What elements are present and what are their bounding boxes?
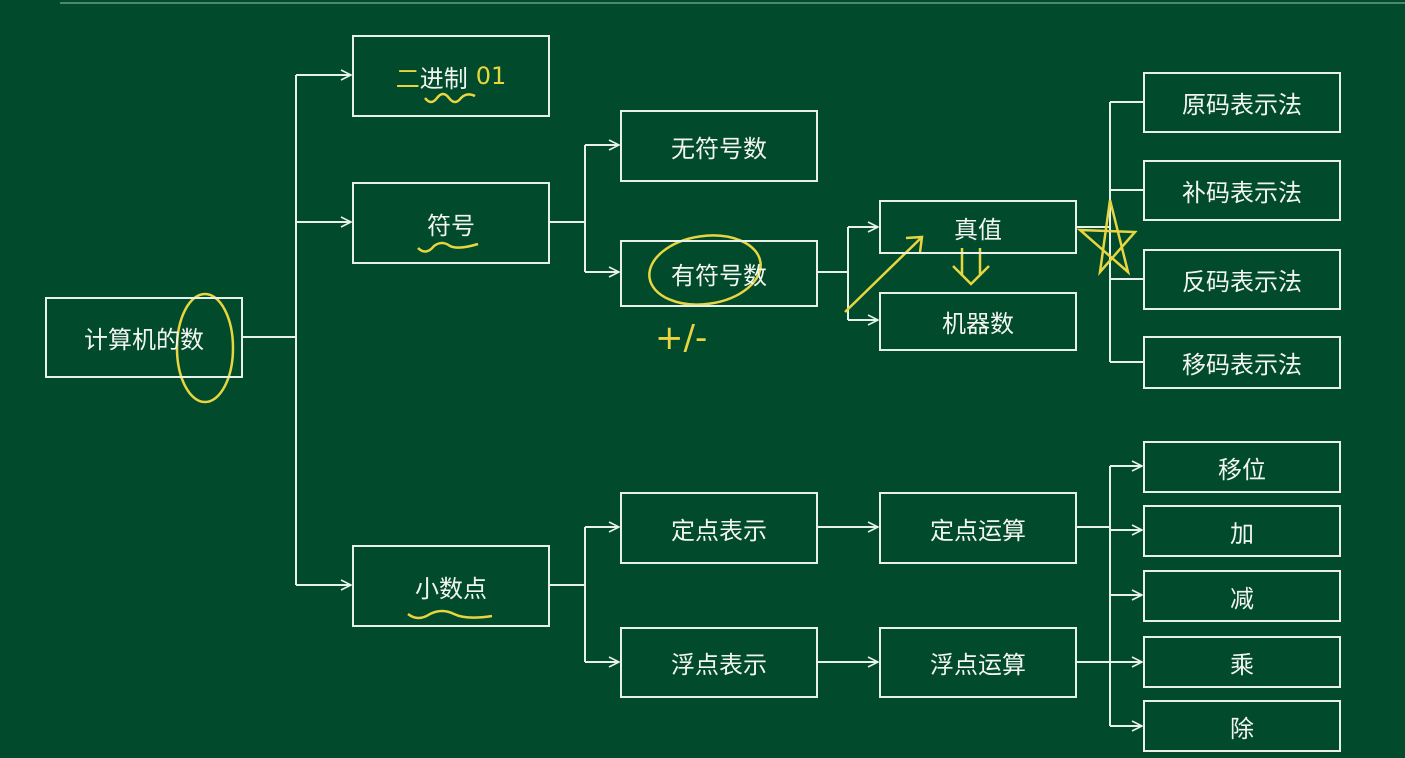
underline-squiggle: [417, 241, 479, 253]
node-label: 无符号数: [671, 134, 767, 163]
node-signed: 有符号数: [620, 240, 818, 307]
node-label: 乘: [1230, 650, 1254, 679]
node-label: 小数点: [415, 574, 487, 603]
node-label: 符号: [427, 211, 475, 240]
circle-mark: [175, 292, 235, 404]
node-label: 机器数: [942, 310, 1014, 338]
node-fixed: 定点表示: [620, 492, 818, 564]
node-machine-number: 机器数: [879, 292, 1077, 351]
star-icon: [1076, 199, 1138, 276]
annotation-suffix: 01: [475, 62, 507, 90]
node-code: 移码表示法: [1143, 336, 1341, 389]
node-operation: 乘: [1143, 636, 1341, 688]
node-label: 移位: [1218, 455, 1266, 484]
node-label: 除: [1230, 714, 1254, 743]
node-operation: 减: [1143, 570, 1341, 622]
node-label: 浮点运算: [930, 651, 1026, 679]
node-label: 定点表示: [671, 516, 767, 545]
node-operation: 除: [1143, 700, 1341, 752]
node-label: 原码表示法: [1182, 91, 1302, 119]
node-label: 定点运算: [930, 516, 1026, 545]
node-label: 进制: [419, 64, 468, 93]
node-true-value: 真值: [879, 200, 1077, 254]
node-root: 计算机的数: [45, 297, 243, 378]
annotation-prefix: 二: [395, 64, 420, 93]
node-label: 减: [1230, 584, 1254, 613]
node-label: 移码表示法: [1182, 351, 1302, 379]
node-decimal-point: 小数点: [352, 545, 550, 627]
node-code: 补码表示法: [1143, 160, 1341, 221]
node-code: 反码表示法: [1143, 249, 1341, 310]
node-unsigned: 无符号数: [620, 110, 818, 182]
node-operation: 移位: [1143, 441, 1341, 493]
node-label: 反码表示法: [1182, 268, 1302, 296]
node-label: 浮点表示: [671, 651, 767, 679]
node-label: 有符号数: [671, 262, 767, 290]
underline-squiggle: [407, 609, 493, 620]
sign-annotation: +/-: [655, 318, 708, 358]
node-code: 原码表示法: [1143, 72, 1341, 133]
node-label: 真值: [954, 215, 1002, 244]
node-fixed-op: 定点运算: [879, 492, 1077, 564]
node-float: 浮点表示: [620, 627, 818, 698]
node-sign: 符号: [352, 182, 550, 264]
node-label: 补码表示法: [1182, 179, 1302, 207]
node-label: 加: [1230, 519, 1254, 548]
node-operation: 加: [1143, 505, 1341, 557]
node-label: 计算机的数: [84, 326, 204, 354]
node-float-op: 浮点运算: [879, 627, 1077, 698]
circle-mark: [648, 234, 762, 306]
arrow-mark: [844, 235, 924, 313]
underline-squiggle: [424, 92, 476, 104]
